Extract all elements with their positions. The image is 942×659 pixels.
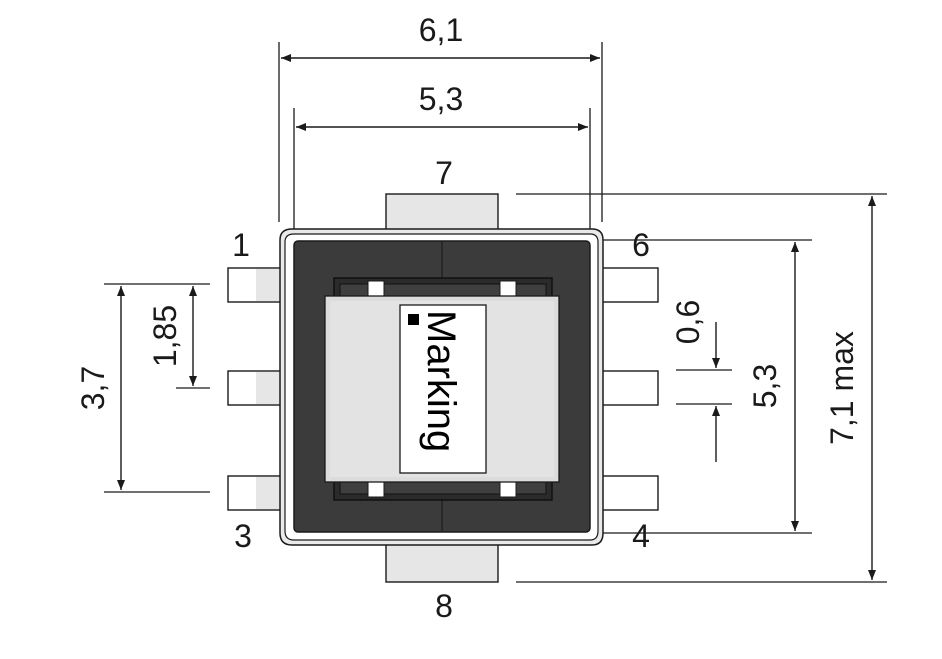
extension-lines (104, 42, 887, 583)
pin-label-1: 1 (232, 227, 250, 263)
dim-overall-height: 7,1 max (824, 331, 860, 445)
dim-overall-width: 6,1 (419, 12, 463, 48)
lead-pin-6 (593, 267, 659, 303)
pin-label-8: 8 (435, 588, 453, 624)
lead-pin-5 (593, 370, 659, 406)
pin-label-7: 7 (435, 155, 453, 191)
dim-pin-span: 3,7 (75, 366, 111, 410)
pin-label-4: 4 (632, 518, 650, 554)
marking-label: Marking (419, 310, 463, 452)
dimension-lines (117, 54, 876, 580)
pin-label-3: 3 (234, 518, 252, 554)
lead-pin-4 (593, 475, 659, 511)
marking-area (399, 304, 487, 474)
pin-label-6: 6 (632, 227, 650, 263)
dim-pin-pitch: 1,85 (147, 305, 183, 367)
contact-tabs (367, 280, 517, 498)
dim-body-height: 5,3 (747, 364, 783, 408)
pin-1-indicator-dot (408, 314, 419, 325)
dim-body-width: 5,3 (419, 81, 463, 117)
dim-pin-width: 0,6 (670, 300, 706, 344)
